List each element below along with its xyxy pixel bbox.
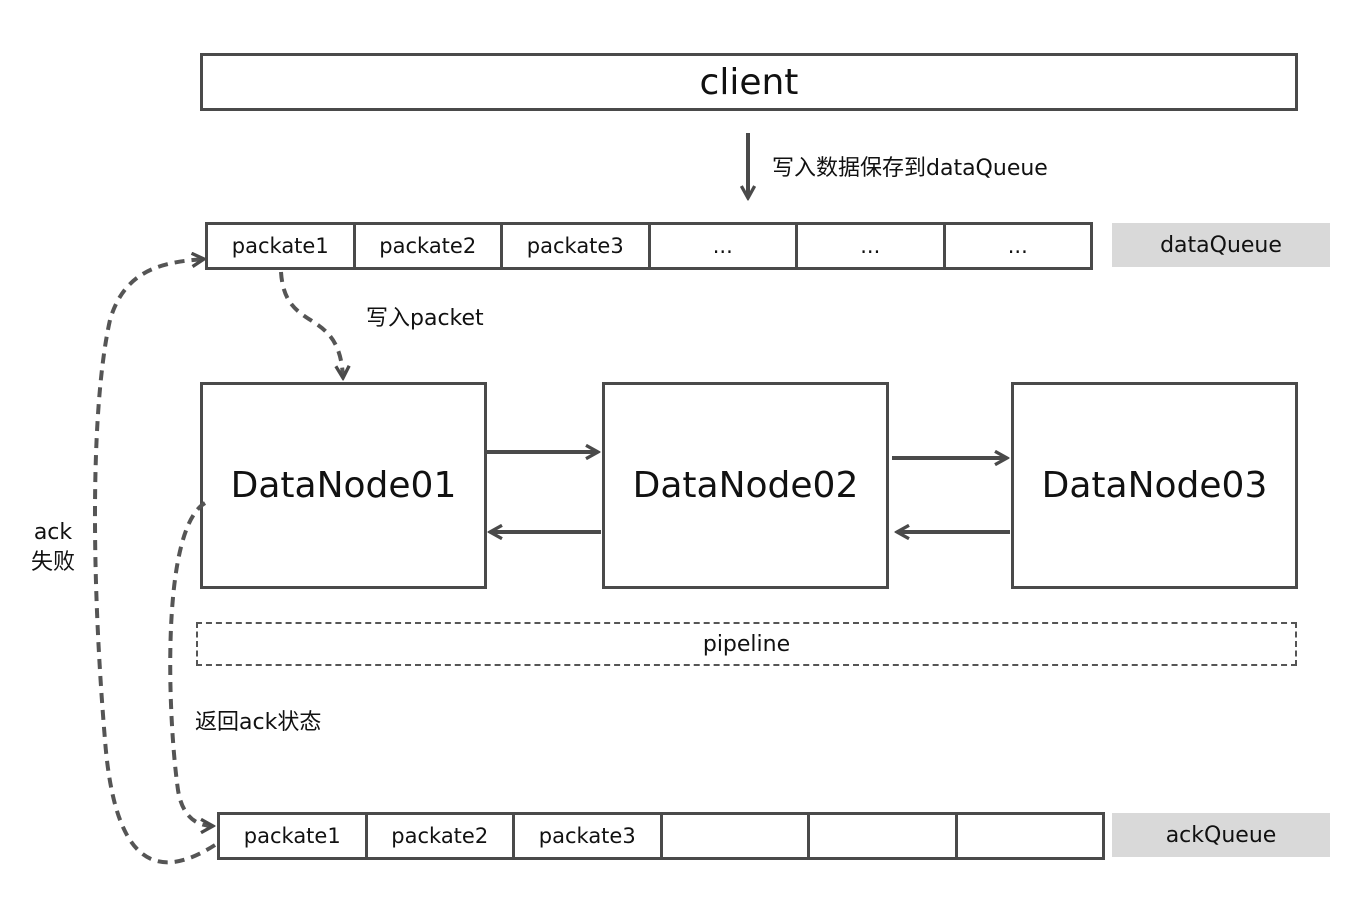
datanode-02-label: DataNode02 — [632, 465, 859, 506]
data-queue-cell: packate1 — [208, 225, 356, 267]
return-ack-label: 返回ack状态 — [195, 710, 322, 735]
data-queue-cell: ... — [651, 225, 798, 267]
ack-queue-label: ackQueue — [1112, 813, 1330, 857]
ack-queue-cell: packate2 — [368, 815, 515, 857]
ack-queue: packate1 packate2 packate3 — [217, 812, 1105, 860]
datanode-02: DataNode02 — [602, 382, 889, 589]
ack-fail-line2: 失败 — [30, 550, 75, 575]
client-box: client — [200, 53, 1298, 111]
ack-queue-cell — [663, 815, 810, 857]
ack-queue-cell: packate3 — [515, 815, 663, 857]
datanode-01: DataNode01 — [200, 382, 487, 589]
ack-queue-cell — [810, 815, 958, 857]
data-queue-cell: ... — [798, 225, 946, 267]
pipeline-label: pipeline — [702, 631, 791, 657]
datanode-03: DataNode03 — [1011, 382, 1298, 589]
data-queue-cell: packate3 — [503, 225, 651, 267]
data-queue: packate1 packate2 packate3 ... ... ... — [205, 222, 1093, 270]
data-queue-cell: packate2 — [356, 225, 503, 267]
ack-fail-line1: ack — [33, 520, 73, 545]
ack-fail-label: ack 失败 — [18, 518, 88, 578]
pipeline-box: pipeline — [196, 622, 1297, 666]
write-packet-label: 写入packet — [366, 306, 484, 331]
data-queue-cell: ... — [1007, 234, 1028, 258]
write-data-label: 写入数据保存到dataQueue — [772, 156, 1048, 181]
ack-fail-arrow — [93, 259, 217, 865]
write-packet-arrow — [279, 271, 343, 378]
return-ack-arrow — [168, 501, 213, 826]
datanode-01-label: DataNode01 — [230, 465, 457, 506]
client-label: client — [699, 61, 799, 103]
datanode-03-label: DataNode03 — [1041, 465, 1268, 506]
data-queue-label: dataQueue — [1112, 223, 1330, 267]
ack-queue-cell: packate1 — [220, 815, 368, 857]
